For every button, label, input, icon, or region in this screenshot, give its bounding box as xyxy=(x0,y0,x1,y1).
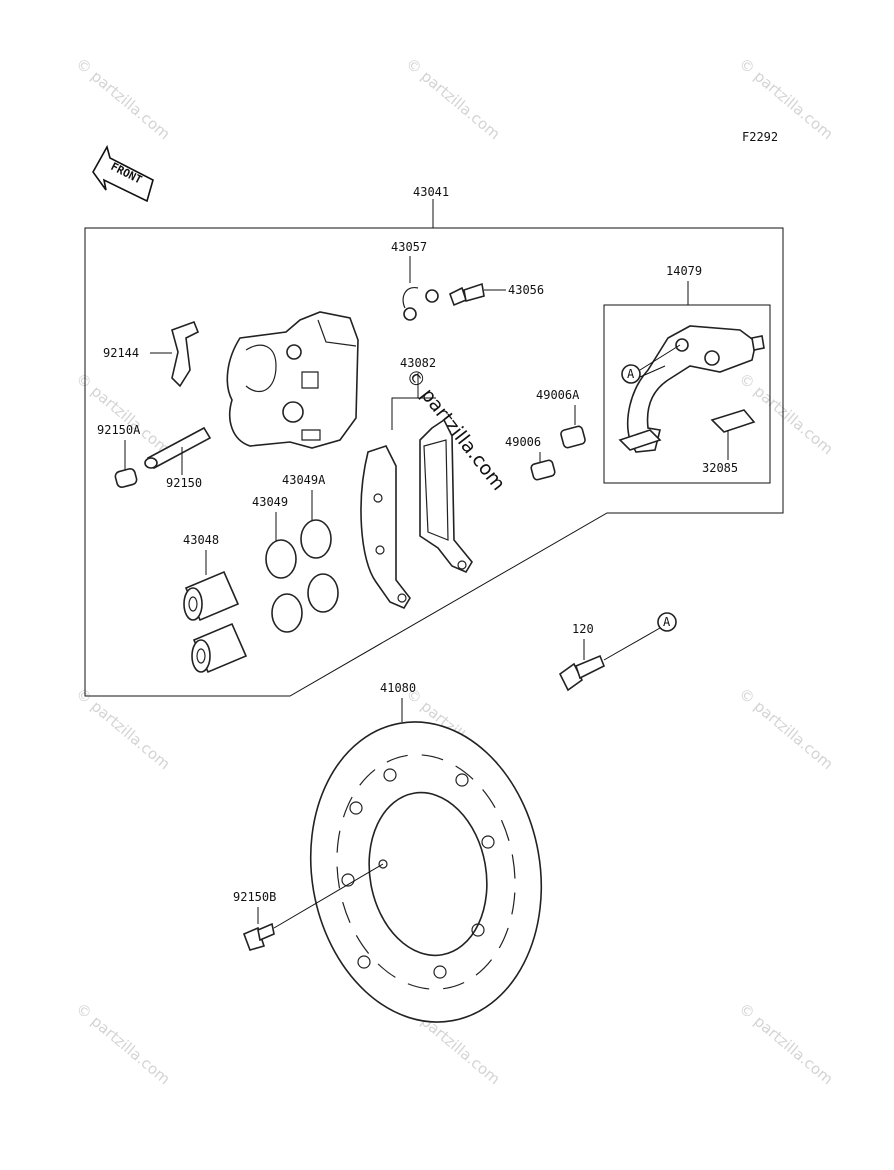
callout-a-label: A xyxy=(627,367,635,381)
callout-a2-label: A xyxy=(663,615,671,629)
assembly-boundary xyxy=(84,227,784,697)
callout-a2-circle xyxy=(657,612,677,632)
front-arrow-icon: FRONT xyxy=(92,144,154,203)
watermark-center: © partzilla.com xyxy=(401,365,510,495)
brake-disc xyxy=(309,721,543,1023)
part-43049: 43049 xyxy=(252,495,288,509)
pad-spring xyxy=(710,409,756,433)
part-43082: 43082 xyxy=(400,356,436,370)
part-43056: 43056 xyxy=(508,283,544,297)
bleed-cap xyxy=(402,286,439,321)
boot-49006 xyxy=(530,459,556,481)
part-43049a: 43049A xyxy=(282,473,326,487)
pin-plug xyxy=(114,468,138,488)
watermark: © partzilla.com xyxy=(72,369,173,458)
part-92150b: 92150B xyxy=(233,890,276,904)
pad-pin xyxy=(144,426,212,470)
watermark: © partzilla.com xyxy=(735,684,836,773)
part-120: 120 xyxy=(572,622,594,636)
caliper-body xyxy=(226,311,359,449)
part-14079: 14079 xyxy=(666,264,702,278)
diagram-code: F2292 xyxy=(742,130,778,144)
boot-49006a xyxy=(560,425,586,449)
watermark: © partzilla.com xyxy=(72,54,173,143)
piston-seals xyxy=(265,519,339,633)
caliper-bracket xyxy=(618,325,765,453)
bolt-120 xyxy=(558,654,606,692)
part-92150: 92150 xyxy=(166,476,202,490)
bolt-92150b xyxy=(242,922,275,951)
watermark: © partzilla.com xyxy=(402,54,503,143)
part-43041: 43041 xyxy=(413,185,449,199)
part-43048: 43048 xyxy=(183,533,219,547)
part-41080: 41080 xyxy=(380,681,416,695)
part-92150a: 92150A xyxy=(97,423,141,437)
part-43057: 43057 xyxy=(391,240,427,254)
part-49006: 49006 xyxy=(505,435,541,449)
callout-a-circle xyxy=(621,364,641,384)
bracket-box xyxy=(603,304,771,484)
part-32085: 32085 xyxy=(702,461,738,475)
part-49006a: 49006A xyxy=(536,388,580,402)
watermark: © partzilla.com xyxy=(735,999,836,1088)
bleed-valve xyxy=(449,282,485,307)
part-92144: 92144 xyxy=(103,346,139,360)
pad-clip xyxy=(171,320,200,388)
watermark: © partzilla.com xyxy=(72,999,173,1088)
pistons xyxy=(183,570,248,674)
watermark: © partzilla.com xyxy=(735,369,836,458)
brake-pads xyxy=(360,418,473,610)
watermark: © partzilla.com xyxy=(72,684,173,773)
